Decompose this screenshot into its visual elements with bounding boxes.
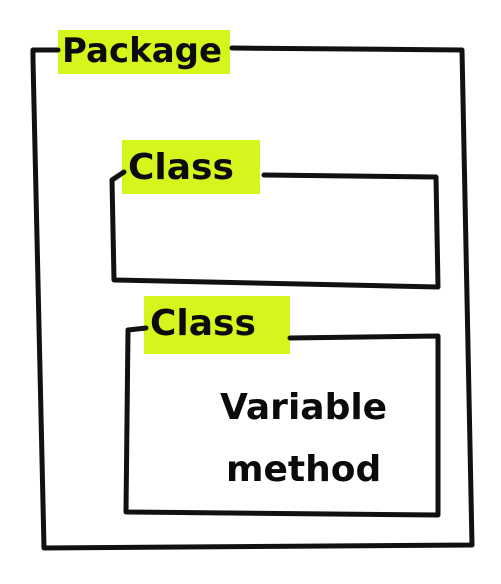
class-1-label: Class: [128, 147, 234, 188]
package-frame: [30, 45, 475, 551]
class-1-box: [109, 169, 441, 290]
package-label: Package: [62, 31, 223, 71]
class-2-member-method: method: [226, 449, 382, 490]
class-2-member-variable: Variable: [220, 387, 388, 428]
class-2-label-highlight: [144, 296, 290, 354]
class-2-box: [123, 325, 441, 518]
class-1-label-highlight: [122, 140, 260, 194]
class-2-label: Class: [150, 303, 256, 344]
package-label-highlight: [58, 30, 230, 74]
